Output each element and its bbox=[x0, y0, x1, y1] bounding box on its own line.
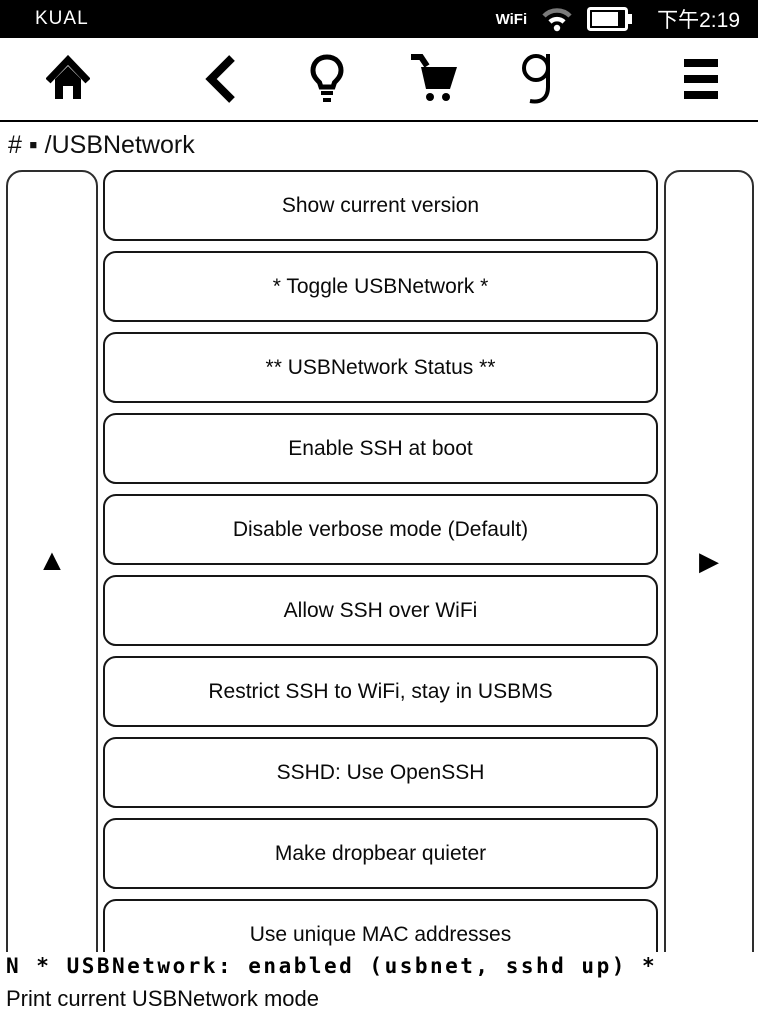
toolbar bbox=[0, 38, 758, 120]
menu-item-button[interactable]: Restrict SSH to WiFi, stay in USBMS bbox=[103, 656, 658, 727]
menu-item-button[interactable]: Disable verbose mode (Default) bbox=[103, 494, 658, 565]
status-bar: KUAL WiFi 下午2:19 bbox=[0, 0, 758, 38]
menu-item-button[interactable]: SSHD: Use OpenSSH bbox=[103, 737, 658, 808]
terminal-status-line: N * USBNetwork: enabled (usbnet, sshd up… bbox=[6, 954, 658, 978]
battery-icon bbox=[587, 6, 633, 32]
goodreads-icon[interactable] bbox=[522, 38, 556, 120]
menu-item-button[interactable]: Enable SSH at boot bbox=[103, 413, 658, 484]
menu-item-button[interactable]: Allow SSH over WiFi bbox=[103, 575, 658, 646]
menu-icon[interactable] bbox=[684, 38, 718, 120]
wifi-icon bbox=[541, 6, 573, 32]
wifi-label: WiFi bbox=[495, 10, 528, 28]
app-title: KUAL bbox=[35, 8, 89, 29]
scroll-up-region[interactable]: ▲ bbox=[6, 170, 98, 974]
back-icon[interactable] bbox=[203, 38, 237, 120]
store-icon[interactable] bbox=[407, 38, 461, 120]
scroll-next-region[interactable]: ▶ bbox=[664, 170, 754, 974]
menu-item-button[interactable]: * Toggle USBNetwork * bbox=[103, 251, 658, 322]
scroll-next-icon[interactable]: ▶ bbox=[699, 546, 719, 576]
toolbar-divider bbox=[0, 120, 758, 122]
home-icon[interactable] bbox=[46, 38, 90, 120]
scroll-up-icon[interactable]: ▲ bbox=[37, 544, 67, 577]
menu-item-button[interactable]: Make dropbear quieter bbox=[103, 818, 658, 889]
clock: 下午2:19 bbox=[657, 9, 740, 32]
menu-item-button[interactable]: ** USBNetwork Status ** bbox=[103, 332, 658, 403]
item-description: Print current USBNetwork mode bbox=[6, 986, 319, 1011]
breadcrumb: # ▪ /USBNetwork bbox=[8, 131, 195, 159]
menu-item-button[interactable]: Show current version bbox=[103, 170, 658, 241]
menu-list: Show current version * Toggle USBNetwork… bbox=[103, 170, 658, 970]
status-footer: N * USBNetwork: enabled (usbnet, sshd up… bbox=[0, 952, 758, 1024]
brightness-icon[interactable] bbox=[309, 38, 345, 120]
